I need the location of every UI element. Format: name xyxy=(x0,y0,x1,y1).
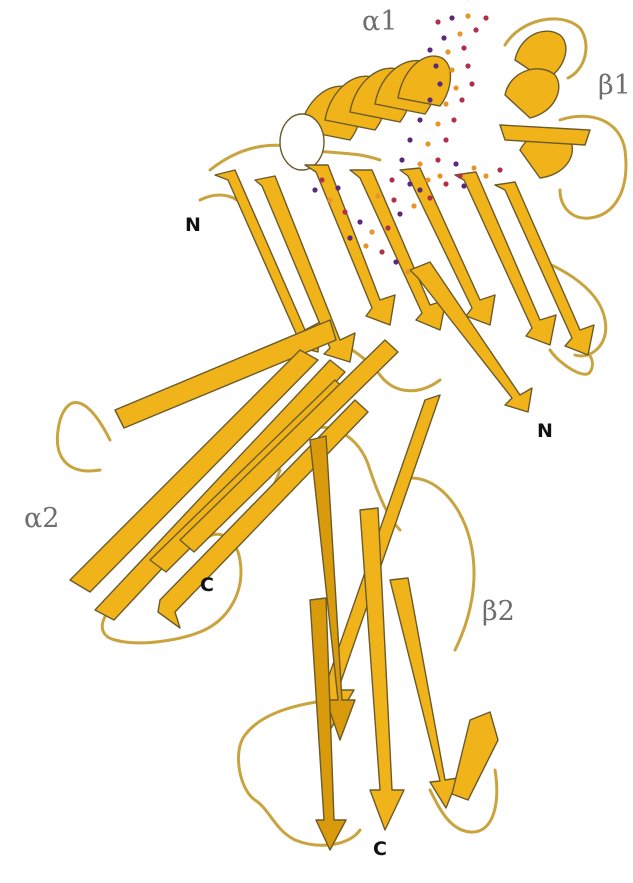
ligand-atom xyxy=(443,101,448,106)
ligand-atom xyxy=(425,177,430,182)
label-beta2: β2 xyxy=(482,598,515,625)
strand-beta2-4 xyxy=(390,578,458,808)
beta-strands xyxy=(70,165,594,850)
alpha-helices xyxy=(280,31,590,178)
ligand-atom xyxy=(417,187,422,192)
label-n-terminus-right: N xyxy=(537,422,553,441)
ligand-atom xyxy=(437,173,442,178)
ligand-atom xyxy=(473,27,478,32)
ligand-atom xyxy=(427,97,432,102)
ligand-atom xyxy=(319,177,324,182)
ligand-atom xyxy=(445,49,450,54)
ligand-atom xyxy=(435,121,440,126)
ligand-atom xyxy=(369,229,374,234)
strand-alpha2-3 xyxy=(95,360,345,620)
ligand-atom xyxy=(443,181,448,186)
ligand-atom xyxy=(453,85,458,90)
ligand-atom xyxy=(469,81,474,86)
ligand-atom xyxy=(461,183,466,188)
ligand-atom xyxy=(425,141,430,146)
ligand-atom xyxy=(483,173,488,178)
label-n-terminus-left: N xyxy=(185,216,201,235)
ligand-atom xyxy=(347,235,352,240)
ligand-atom xyxy=(393,259,398,264)
ligand-atom xyxy=(407,181,412,186)
helix-alpha1 xyxy=(280,56,450,170)
ligand-atom xyxy=(385,225,390,230)
ligand-atom xyxy=(342,209,347,214)
ligand-atom xyxy=(483,15,488,20)
ligand-atom xyxy=(357,219,362,224)
strand-beta2-6 xyxy=(452,712,498,800)
ligand-atom xyxy=(327,197,332,202)
ligand-atom xyxy=(389,177,394,182)
ligand-atom xyxy=(441,35,446,40)
ligand-atom xyxy=(379,249,384,254)
label-alpha2: α2 xyxy=(24,505,59,532)
ligand-atom xyxy=(437,81,442,86)
ligand-atom xyxy=(459,97,464,102)
ligand-atom xyxy=(411,203,416,208)
ligand-atom xyxy=(435,157,440,162)
ligand-atom xyxy=(405,269,410,274)
ligand-atom xyxy=(457,173,462,178)
ligand-atom xyxy=(435,19,440,24)
ligand-atom xyxy=(471,165,476,170)
label-alpha1: α1 xyxy=(362,8,397,35)
label-beta1: β1 xyxy=(598,72,631,99)
ligand-atom xyxy=(335,185,340,190)
ligand-atom xyxy=(443,137,448,142)
ligand-atom xyxy=(451,117,456,122)
ligand-atom xyxy=(449,67,454,72)
ligand-atom xyxy=(417,117,422,122)
ligand-atom xyxy=(433,63,438,68)
bound-peptide-ligand xyxy=(312,13,502,274)
ligand-atom xyxy=(497,167,502,172)
helix-beta1-region xyxy=(500,31,590,178)
ligand-atom xyxy=(449,15,454,20)
ligand-atom xyxy=(465,63,470,68)
label-c-terminus-middle: C xyxy=(200,576,214,595)
ligand-atom xyxy=(399,157,404,162)
ligand-atom xyxy=(461,45,466,50)
ligand-atom xyxy=(363,243,368,248)
ligand-atom xyxy=(397,211,402,216)
label-c-terminus-bottom: C xyxy=(373,840,387,859)
ligand-atom xyxy=(457,31,462,36)
ligand-atom xyxy=(427,47,432,52)
ligand-atom xyxy=(417,161,422,166)
ligand-atom xyxy=(407,137,412,142)
ligand-atom xyxy=(391,197,396,202)
ligand-atom xyxy=(453,161,458,166)
ligand-atom xyxy=(427,195,432,200)
ligand-atom xyxy=(375,193,380,198)
ligand-atom xyxy=(465,13,470,18)
ligand-atom xyxy=(312,187,317,192)
